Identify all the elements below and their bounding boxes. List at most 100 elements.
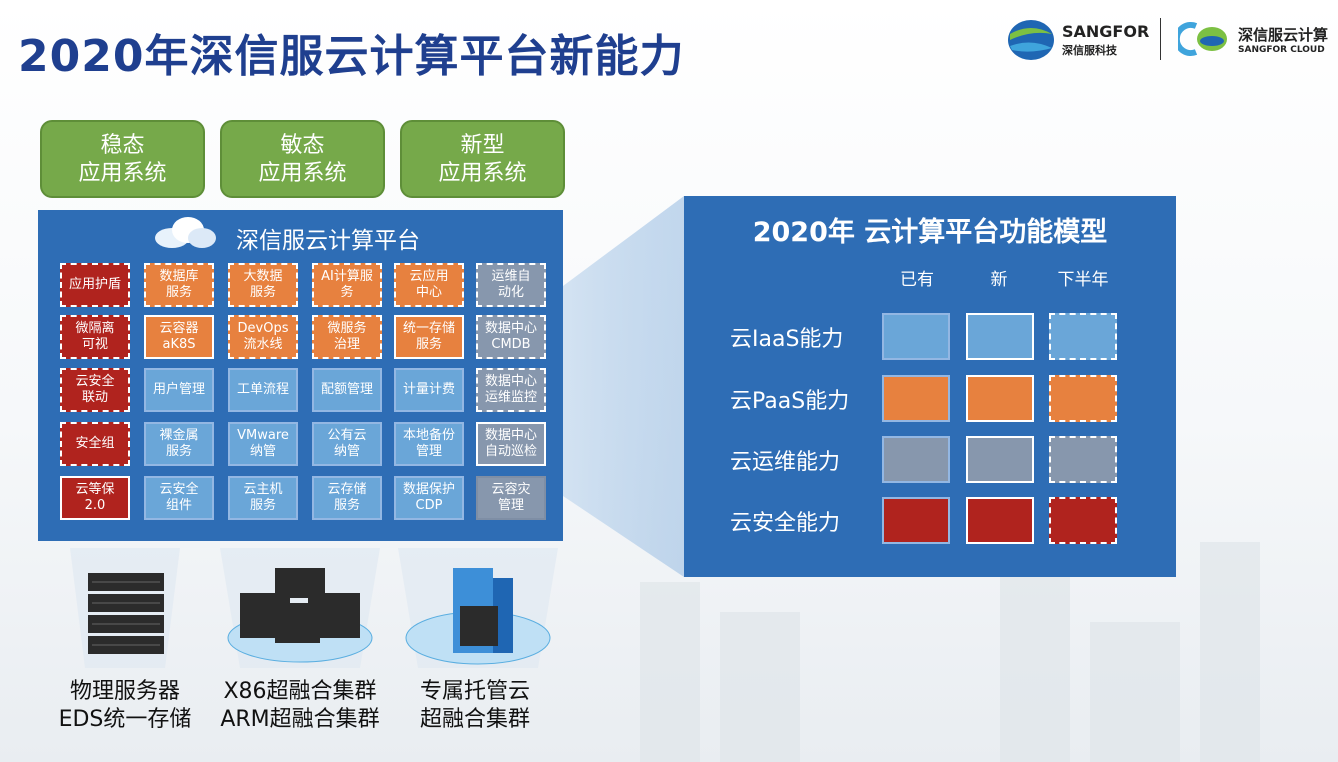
platform-cell-label: 计量计费 [402, 382, 455, 397]
platform-cell: 数据库服务 [144, 263, 214, 307]
app-type-stable: 稳态 应用系统 [40, 120, 205, 198]
platform-cell-label: 用户管理 [152, 382, 205, 397]
platform-cell: 数据保护CDP [394, 476, 464, 520]
platform-cell: 安全组 [60, 422, 130, 466]
platform-cell: 云安全组件 [144, 476, 214, 520]
platform-title: 深信服云计算平台 [236, 228, 420, 254]
platform-cell-label: 微隔离可视 [75, 321, 115, 352]
platform-cell-label: 安全组 [75, 436, 115, 451]
platform-cell: 裸金属服务 [144, 422, 214, 466]
platform-cell-label: 数据保护CDP [402, 482, 455, 513]
sangfor-cn: 深信服科技 [1062, 44, 1117, 57]
platform-cell-label: AI计算服务 [321, 269, 373, 300]
platform-cell: 大数据服务 [228, 263, 298, 307]
platform-cell-label: 公有云纳管 [327, 428, 367, 459]
platform-cell-label: 运维自动化 [491, 269, 531, 300]
platform-cell-label: 工单流程 [236, 382, 289, 397]
platform-cell: 数据中心CMDB [476, 315, 546, 359]
platform-cell: AI计算服务 [312, 263, 382, 307]
platform-cell: 数据中心自动巡检 [476, 422, 546, 466]
capability-row-label: 云安全能力 [730, 511, 841, 536]
capability-swatch-new [966, 375, 1034, 422]
platform-cell-label: 微服务治理 [327, 321, 367, 352]
platform-cell-label: 裸金属服务 [159, 428, 199, 459]
platform-cell: 配额管理 [312, 368, 382, 412]
capability-swatch-existing [882, 313, 950, 360]
platform-cell: 微隔离可视 [60, 315, 130, 359]
platform-cell-label: 云安全组件 [159, 482, 199, 513]
capability-row-label: 云运维能力 [730, 450, 841, 475]
platform-cell-label: 数据库服务 [159, 269, 199, 300]
platform-cell: 工单流程 [228, 368, 298, 412]
platform-cell-label: 配额管理 [320, 382, 373, 397]
platform-cell: 计量计费 [394, 368, 464, 412]
platform-cell-label: 云安全联动 [75, 374, 115, 405]
platform-cell: DevOps流水线 [228, 315, 298, 359]
platform-cell-label: DevOps流水线 [237, 321, 289, 352]
sangfor-cloud-logo [1173, 20, 1230, 62]
platform-cell-label: 大数据服务 [243, 269, 283, 300]
sangfor-logo [1006, 18, 1056, 66]
platform-cell-label: 应用护盾 [68, 277, 121, 292]
platform-cell-label: 云等保2.0 [75, 482, 115, 513]
platform-cell-label: VMware纳管 [237, 428, 289, 459]
platform-cell-label: 本地备份管理 [402, 428, 455, 459]
platform-cell: 微服务治理 [312, 315, 382, 359]
capability-swatch-planned [1049, 436, 1117, 483]
capability-swatch-planned [1049, 497, 1117, 544]
logo-divider [1160, 18, 1161, 60]
platform-cell: 公有云纳管 [312, 422, 382, 466]
capability-swatch-planned [1049, 375, 1117, 422]
platform-cell: VMware纳管 [228, 422, 298, 466]
platform-cell-label: 数据中心自动巡检 [484, 428, 537, 459]
platform-cell: 用户管理 [144, 368, 214, 412]
platform-cell: 云主机服务 [228, 476, 298, 520]
capability-swatch-existing [882, 375, 950, 422]
column-new: 新 [990, 270, 1008, 290]
platform-cell: 本地备份管理 [394, 422, 464, 466]
sangfor-name: SANGFOR [1062, 22, 1150, 41]
model-title: 2020年 云计算平台功能模型 [752, 217, 1108, 248]
cloud-icon [152, 216, 218, 254]
app-type-new: 新型 应用系统 [400, 120, 565, 198]
capability-swatch-new [966, 313, 1034, 360]
platform-cell: 运维自动化 [476, 263, 546, 307]
page-title: 2020年深信服云计算平台新能力 [18, 31, 685, 82]
label-physical-server: 物理服务器 EDS统一存储 [58, 679, 192, 732]
capability-row-label: 云IaaS能力 [730, 327, 844, 352]
platform-cell-label: 云容灾管理 [491, 482, 531, 513]
platform-cell-label: 云存储服务 [327, 482, 367, 513]
platform-cell-label: 数据中心CMDB [484, 321, 537, 352]
capability-swatch-existing [882, 497, 950, 544]
platform-cell-label: 数据中心运维监控 [484, 374, 537, 405]
platform-cell: 云等保2.0 [60, 476, 130, 520]
capability-row-label: 云PaaS能力 [730, 389, 850, 414]
light-beam [563, 196, 684, 577]
platform-cell-label: 统一存储服务 [402, 321, 455, 352]
platform-cell-label: 云容器aK8S [159, 321, 199, 352]
column-existing: 已有 [900, 270, 934, 290]
physical-server-image [60, 548, 190, 672]
platform-cell-label: 云应用中心 [409, 269, 449, 300]
platform-cell: 云存储服务 [312, 476, 382, 520]
platform-cell: 统一存储服务 [394, 315, 464, 359]
capability-swatch-existing [882, 436, 950, 483]
label-hci-cluster: X86超融合集群 ARM超融合集群 [220, 679, 380, 732]
capability-swatch-new [966, 436, 1034, 483]
column-second-half: 下半年 [1057, 270, 1109, 290]
platform-cell: 云应用中心 [394, 263, 464, 307]
hosted-cloud-image [398, 548, 558, 672]
platform-cell: 数据中心运维监控 [476, 368, 546, 412]
cloud-cn: 深信服云计算 [1238, 26, 1329, 44]
platform-cell: 云容灾管理 [476, 476, 546, 520]
cloud-en: SANGFOR CLOUD [1238, 45, 1325, 55]
capability-swatch-new [966, 497, 1034, 544]
platform-cell-label: 云主机服务 [243, 482, 283, 513]
label-hosted-cloud: 专属托管云 超融合集群 [419, 679, 530, 732]
platform-cell: 云容器aK8S [144, 315, 214, 359]
platform-cell: 应用护盾 [60, 263, 130, 307]
platform-cell: 云安全联动 [60, 368, 130, 412]
app-type-agile: 敏态 应用系统 [220, 120, 385, 198]
hci-cluster-image [220, 548, 380, 672]
capability-swatch-planned [1049, 313, 1117, 360]
